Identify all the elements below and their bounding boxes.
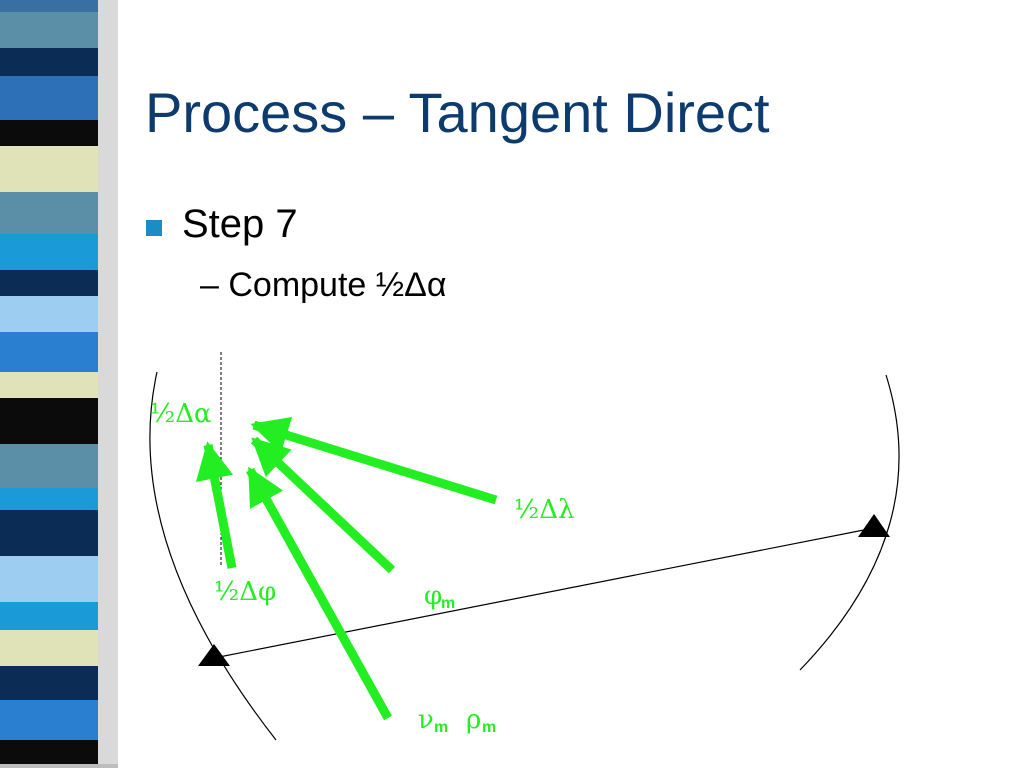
arrow-half-delta-lambda — [250, 417, 498, 505]
label-phi-subscript: m — [441, 595, 455, 612]
label-phi: φ — [424, 581, 442, 611]
left-arc — [149, 371, 277, 741]
sub-bullet-compute: – Compute ½Δα — [200, 266, 447, 304]
slide-title: Process – Tangent Direct — [145, 81, 770, 144]
bullet-square-icon — [146, 220, 162, 236]
left-station-triangle-icon — [198, 644, 230, 666]
label-half-delta-phi: ½Δφ — [214, 577, 276, 607]
arrow-half-delta-phi — [195, 441, 237, 569]
label-rho: ρ — [466, 705, 481, 735]
label-half-delta-alpha: ½Δα — [150, 399, 212, 429]
baseline — [213, 527, 875, 659]
decorative-stripe — [0, 0, 118, 768]
label-half-delta-lambda: ½Δλ — [514, 495, 574, 525]
right-arc — [799, 374, 900, 671]
bullet-step: Step 7 — [182, 202, 298, 246]
label-nu-subscript: m — [434, 719, 448, 736]
label-rho-subscript: m — [482, 719, 496, 736]
arrow-nu-rho — [246, 466, 392, 721]
arrow-phi-m — [250, 436, 396, 574]
right-station-triangle-icon — [858, 514, 890, 537]
label-nu: ν — [418, 705, 434, 735]
